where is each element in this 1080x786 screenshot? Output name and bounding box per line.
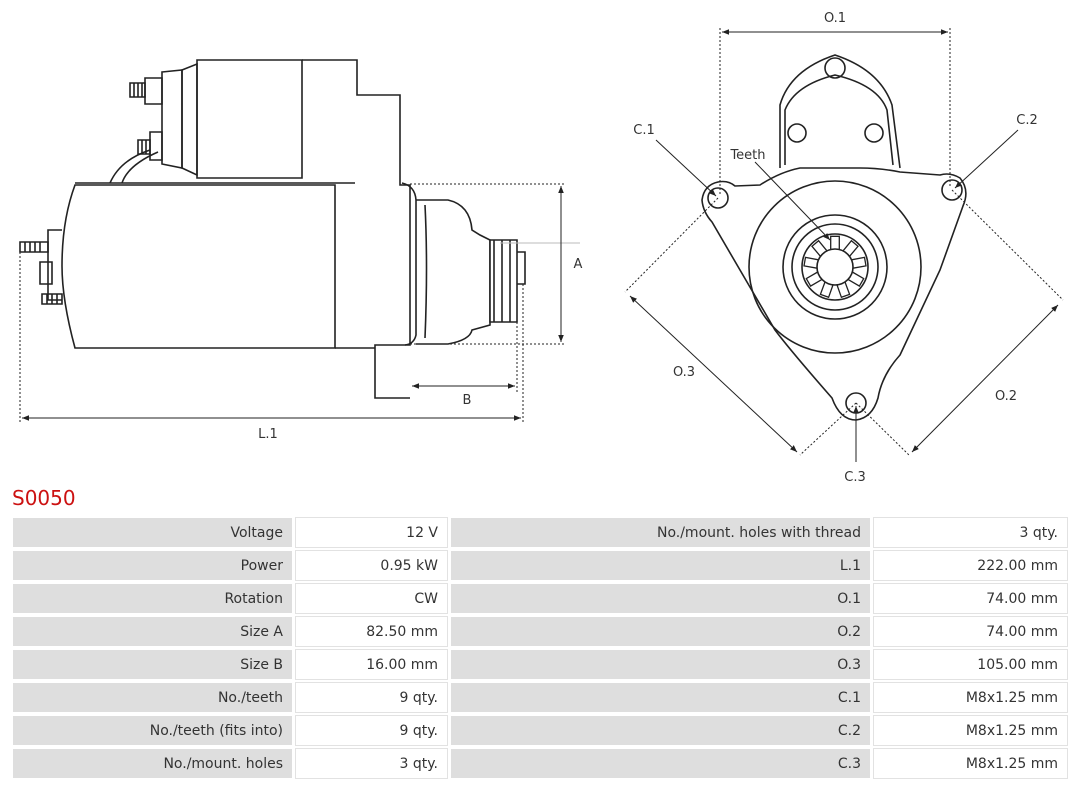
spec-row: Rotation CW O.1 74.00 mm [12, 583, 1068, 614]
spec-row: Power 0.95 kW L.1 222.00 mm [12, 550, 1068, 581]
spec-label: No./mount. holes with thread [450, 517, 871, 548]
field-cable [109, 149, 159, 184]
technical-drawing-svg: L.1 A B [19, 11, 1064, 485]
starter-front-view [701, 54, 967, 421]
spec-label: C.3 [450, 748, 871, 779]
spec-value: 74.00 mm [873, 616, 1068, 647]
spec-value: M8x1.25 mm [873, 748, 1068, 779]
spec-table: Voltage 12 V No./mount. holes with threa… [10, 515, 1070, 781]
label-teeth: Teeth [729, 148, 765, 163]
spec-value: 74.00 mm [873, 583, 1068, 614]
spec-value: 16.00 mm [295, 649, 448, 680]
label-a: A [574, 257, 583, 272]
label-o1: O.1 [824, 11, 846, 26]
spec-row: No./mount. holes 3 qty. C.3 M8x1.25 mm [12, 748, 1068, 779]
technical-drawing: L.1 A B [19, 11, 1064, 485]
spec-label: Rotation [12, 583, 293, 614]
spec-label: C.2 [450, 715, 871, 746]
spec-label: No./teeth (fits into) [12, 715, 293, 746]
spec-value: 105.00 mm [873, 649, 1068, 680]
spec-value: M8x1.25 mm [873, 682, 1068, 713]
spec-value: 222.00 mm [873, 550, 1068, 581]
rear-stud-upper [19, 241, 49, 253]
spec-row: Voltage 12 V No./mount. holes with threa… [12, 517, 1068, 548]
starter-side-view [19, 59, 526, 399]
pinion-tooth [803, 256, 819, 269]
side-view-dimensions [19, 183, 580, 422]
leader-c1 [655, 139, 717, 197]
pinion-tooth [830, 235, 840, 250]
pinion-tooth [805, 271, 823, 287]
top-lug-hole [824, 57, 846, 79]
pinion-tooth [842, 239, 859, 257]
label-o3: O.3 [673, 365, 695, 380]
spec-label: Size B [12, 649, 293, 680]
spec-value: 3 qty. [873, 517, 1068, 548]
spec-label: Voltage [12, 517, 293, 548]
pinion-tooth [811, 239, 828, 257]
spec-label: No./mount. holes [12, 748, 293, 779]
spec-value: 12 V [295, 517, 448, 548]
pinion-tooth [851, 256, 867, 269]
label-c3: C.3 [844, 470, 865, 485]
front-view-dimensions [624, 28, 1064, 462]
rear-end-cap [47, 229, 62, 301]
spec-value: CW [295, 583, 448, 614]
pinion-tooth [836, 281, 851, 299]
spec-row: No./teeth 9 qty. C.1 M8x1.25 mm [12, 682, 1068, 713]
spec-label: No./teeth [12, 682, 293, 713]
spec-label: L.1 [450, 550, 871, 581]
mount-hole-c2 [941, 179, 963, 201]
front-top-lug [779, 54, 901, 169]
mount-hole-c1 [707, 187, 729, 209]
spec-value: 0.95 kW [295, 550, 448, 581]
pinion-teeth [803, 235, 867, 299]
pinion-tooth [847, 271, 865, 287]
spec-value: M8x1.25 mm [873, 715, 1068, 746]
label-b: B [463, 393, 472, 408]
rear-stud-lower [41, 293, 63, 305]
label-c2: C.2 [1016, 113, 1037, 128]
spec-row: No./teeth (fits into) 9 qty. C.2 M8x1.25… [12, 715, 1068, 746]
product-code: S0050 [12, 486, 76, 510]
spec-label: O.1 [450, 583, 871, 614]
spec-label: C.1 [450, 682, 871, 713]
spec-label: O.2 [450, 616, 871, 647]
spec-value: 3 qty. [295, 748, 448, 779]
mounting-flange [401, 182, 417, 346]
spec-table-body: Voltage 12 V No./mount. holes with threa… [12, 517, 1068, 779]
dimension-o2-line [911, 304, 1059, 453]
spec-value: 82.50 mm [295, 616, 448, 647]
spec-row: Size A 82.50 mm O.2 74.00 mm [12, 616, 1068, 647]
pinion-tooth [819, 281, 834, 299]
spec-label: Power [12, 550, 293, 581]
spec-label: Size A [12, 616, 293, 647]
spec-label: O.3 [450, 649, 871, 680]
label-c1: C.1 [633, 123, 654, 138]
front-flange-outline [701, 167, 967, 421]
motor-housing [61, 184, 336, 349]
front-main-circle [748, 180, 922, 354]
label-o2: O.2 [995, 389, 1017, 404]
spec-row: Size B 16.00 mm O.3 105.00 mm [12, 649, 1068, 680]
pinion-front [801, 233, 869, 301]
label-l1: L.1 [258, 427, 278, 442]
solenoid-body [196, 59, 303, 179]
drive-housing [302, 59, 411, 399]
spec-value: 9 qty. [295, 682, 448, 713]
leader-teeth [754, 161, 831, 241]
leader-c2 [954, 129, 1019, 189]
dimension-o3-line [629, 295, 798, 453]
spec-value: 9 qty. [295, 715, 448, 746]
